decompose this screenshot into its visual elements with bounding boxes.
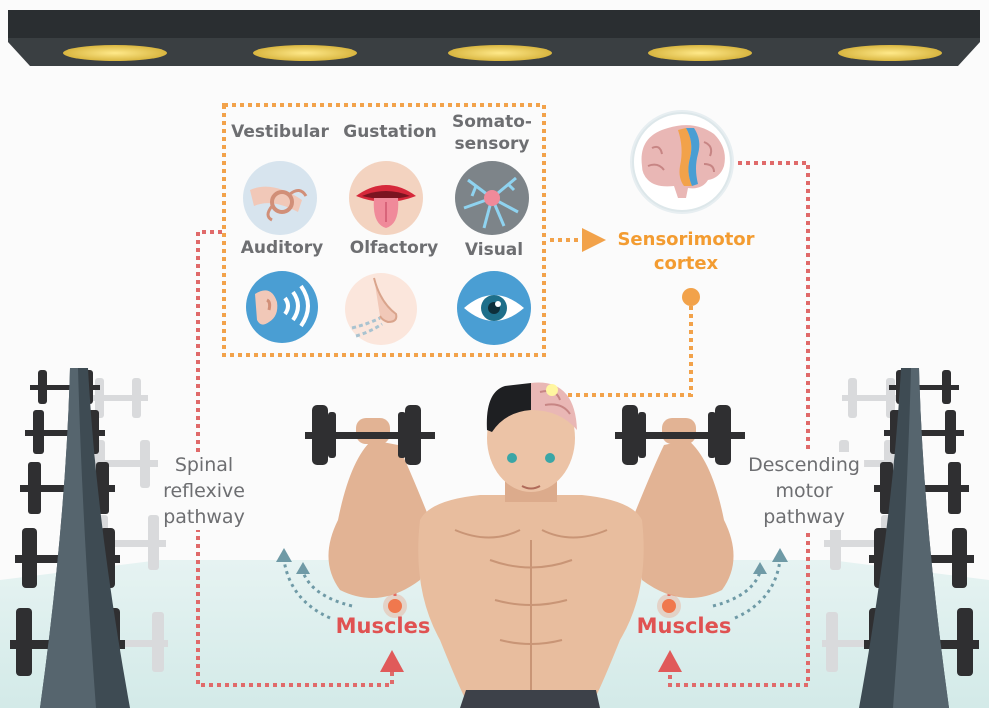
- brain-icon: [628, 108, 736, 216]
- somato-label-line1: Somato-: [452, 112, 532, 132]
- tongue-icon: [348, 160, 424, 236]
- cortex-label-line1: Sensorimotor: [617, 228, 754, 252]
- visual-label: Visual: [465, 240, 523, 260]
- olfactory-label: Olfactory: [350, 238, 439, 258]
- sensorimotor-cortex-label: Sensorimotor cortex: [617, 228, 754, 276]
- somato-label-line2: sensory: [454, 134, 529, 154]
- vestibular-icon: [242, 160, 318, 236]
- right-muscles-label: Muscles: [637, 614, 732, 638]
- ceiling-light: [8, 10, 980, 66]
- left-muscles-label: Muscles: [336, 614, 431, 638]
- eye-icon: [456, 270, 532, 346]
- cortex-label-line2: cortex: [617, 252, 754, 276]
- nose-icon: [344, 272, 418, 346]
- auditory-label: Auditory: [241, 238, 324, 258]
- ear-icon: [245, 270, 319, 344]
- neuron-icon: [454, 160, 530, 236]
- gustation-label: Gustation: [343, 122, 437, 142]
- cortex-node: [682, 288, 700, 306]
- vestibular-label: Vestibular: [231, 122, 329, 142]
- descending-motor-pathway-label: Descending motor pathway: [744, 452, 864, 530]
- spinal-reflexive-pathway-label: Spinal reflexive pathway: [159, 452, 249, 530]
